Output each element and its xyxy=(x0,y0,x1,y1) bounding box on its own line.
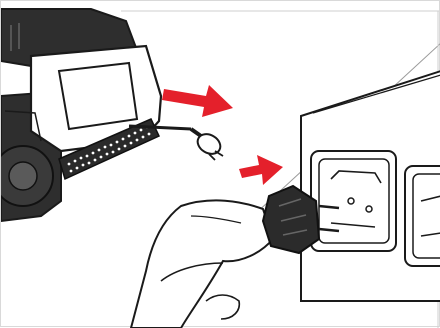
arrow-icon xyxy=(162,85,233,117)
wall-socket-icon xyxy=(301,71,440,301)
hand-icon xyxy=(131,200,273,328)
vacuum-cleaner-icon xyxy=(1,9,161,221)
arrow-icon xyxy=(239,155,283,185)
